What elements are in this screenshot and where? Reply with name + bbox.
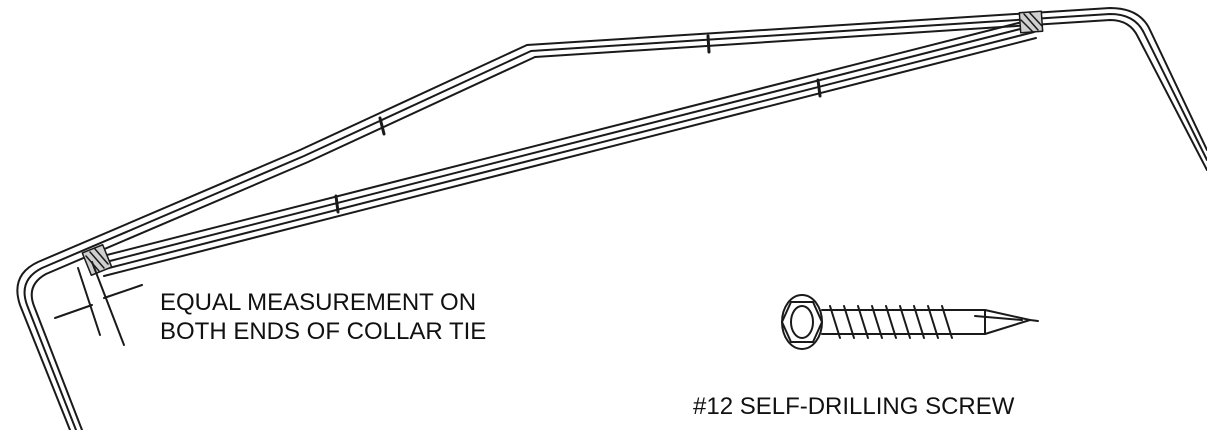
screw-icon	[781, 294, 1039, 350]
measurement-callout-line2: BOTH ENDS OF COLLAR TIE	[160, 318, 487, 345]
right-clamp	[1018, 10, 1044, 34]
measurement-callout: EQUAL MEASUREMENT ON BOTH ENDS OF COLLAR…	[160, 288, 486, 346]
rafter-bow	[16, 7, 1207, 430]
measurement-marker	[54, 261, 143, 346]
left-clamp	[81, 244, 113, 276]
tube-joints	[334, 34, 822, 214]
screw-callout: #12 SELF-DRILLING SCREW	[693, 393, 1015, 420]
collar-tie	[94, 19, 1037, 277]
measurement-callout-line1: EQUAL MEASUREMENT ON	[160, 289, 477, 316]
